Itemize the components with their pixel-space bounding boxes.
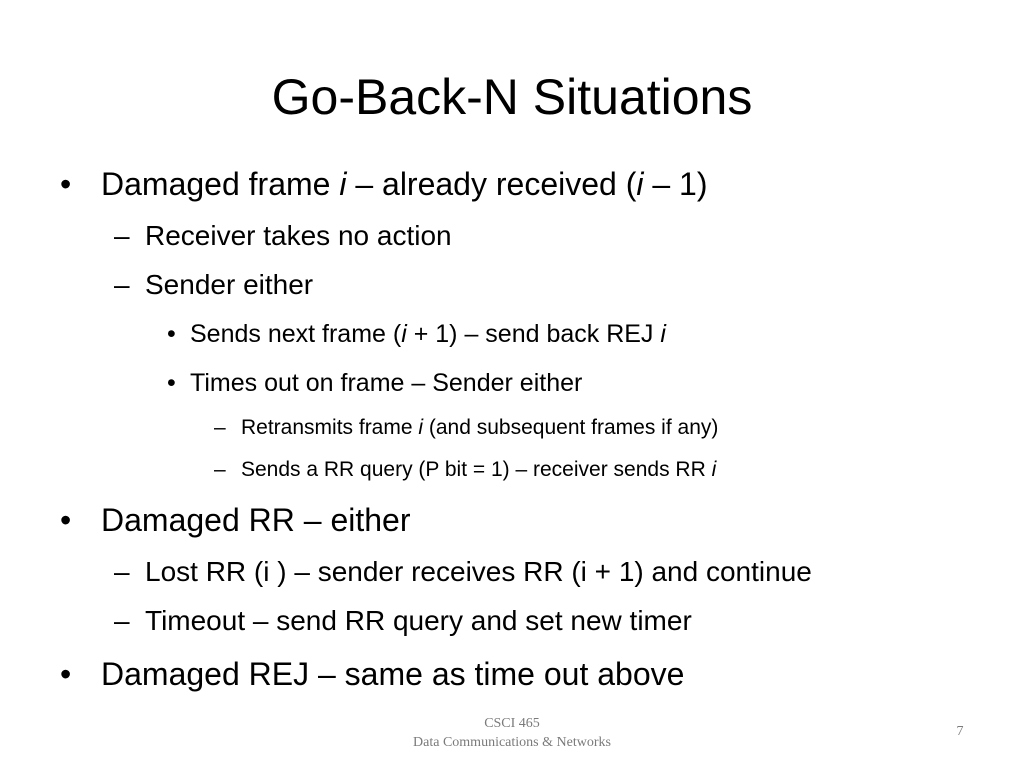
dash-icon: – bbox=[114, 269, 130, 300]
bullet-icon: • bbox=[60, 502, 72, 538]
dash-icon: – bbox=[114, 605, 130, 636]
list-item-retransmits-frame: Retransmits frame i (and subsequent fram… bbox=[241, 416, 719, 439]
slide-title: Go-Back-N Situations bbox=[271, 69, 753, 125]
bullet-icon: • bbox=[167, 320, 176, 348]
dash-icon: – bbox=[114, 220, 130, 251]
footer-course-name: Data Communications & Networks bbox=[413, 735, 611, 750]
bullet-icon: • bbox=[167, 369, 176, 397]
list-item-lost-rr: Lost RR (i ) – sender receives RR (i + 1… bbox=[145, 556, 812, 587]
list-item-timeout: Timeout – send RR query and set new time… bbox=[145, 605, 692, 636]
list-item-damaged-rej: Damaged REJ – same as time out above bbox=[101, 656, 685, 692]
list-item-times-out: Times out on frame – Sender either bbox=[190, 369, 583, 397]
dash-icon: – bbox=[214, 458, 226, 481]
list-item-damaged-frame: Damaged frame i – already received (i – … bbox=[101, 166, 708, 202]
list-item-damaged-rr: Damaged RR – either bbox=[101, 502, 411, 538]
dash-icon: – bbox=[214, 416, 226, 439]
list-item-sender-either: Sender either bbox=[145, 269, 314, 300]
list-item-sends-rr-query: Sends a RR query (P bit = 1) – receiver … bbox=[241, 458, 717, 481]
list-item-receiver-no-action: Receiver takes no action bbox=[145, 220, 452, 251]
dash-icon: – bbox=[114, 556, 130, 587]
page-number: 7 bbox=[956, 724, 964, 739]
footer-course-code: CSCI 465 bbox=[484, 716, 540, 731]
bullet-icon: • bbox=[60, 656, 72, 692]
slide-footer: CSCI 465 Data Communications & Networks bbox=[362, 714, 662, 752]
bullet-icon: • bbox=[60, 166, 72, 202]
list-item-sends-next-frame: Sends next frame (i + 1) – send back REJ… bbox=[190, 320, 666, 348]
